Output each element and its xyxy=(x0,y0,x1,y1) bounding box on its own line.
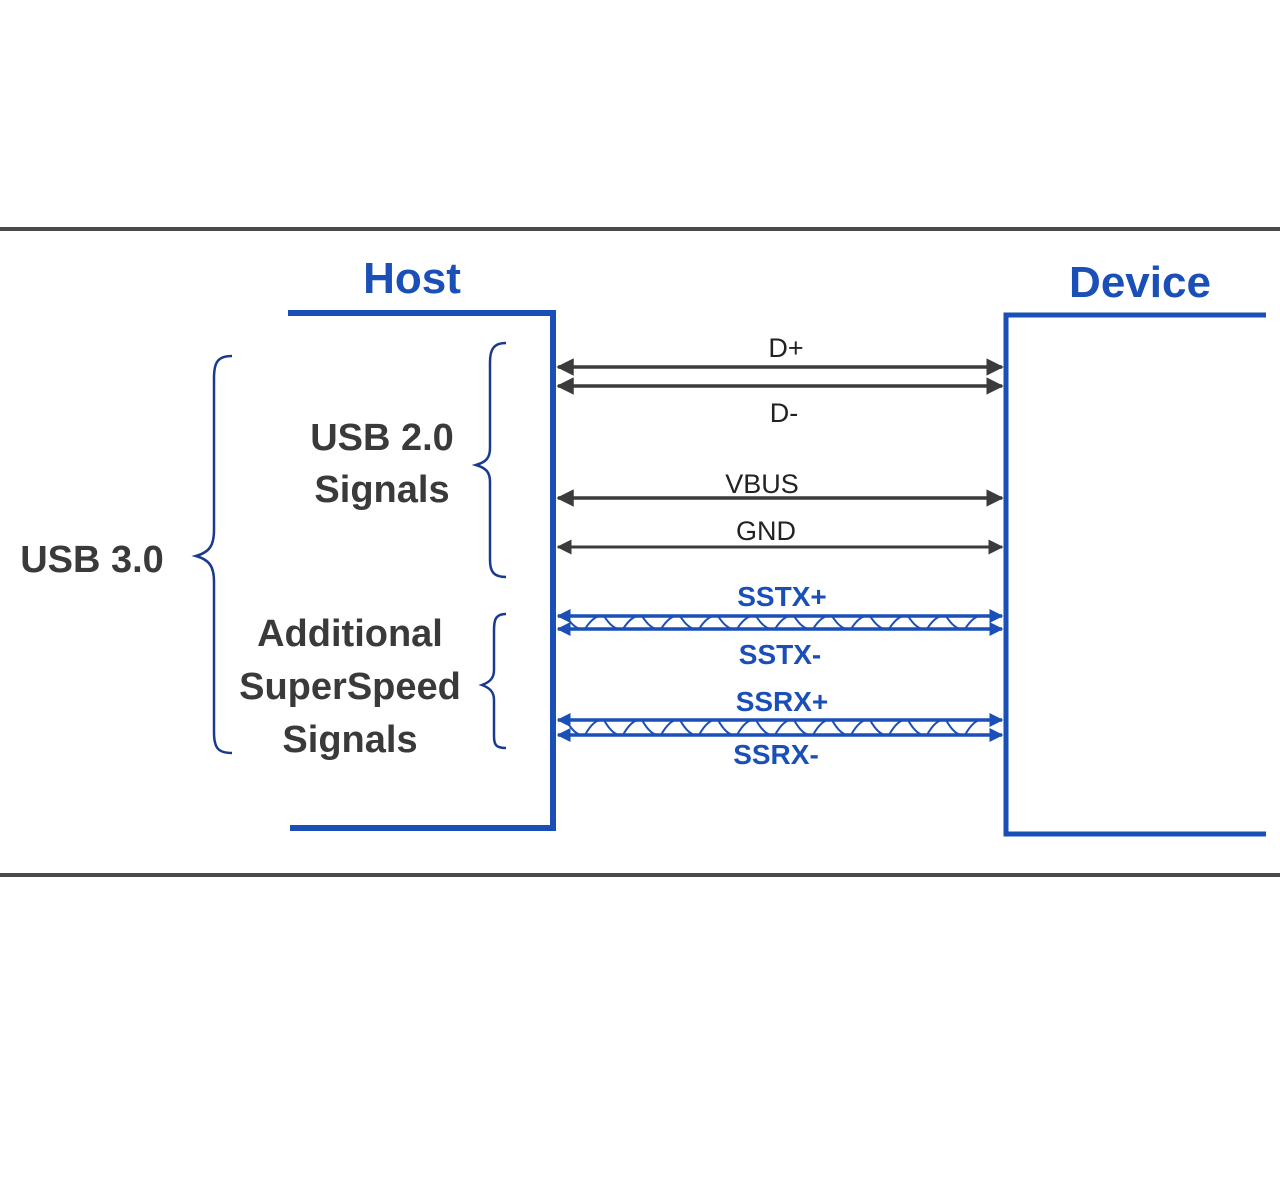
superspeed-label-line3: Signals xyxy=(282,719,417,761)
host-box xyxy=(288,310,556,831)
superspeed-brace xyxy=(478,612,507,750)
dplus-label: D+ xyxy=(768,333,803,363)
dminus-label: D- xyxy=(770,398,799,428)
superspeed-label-line1: Additional xyxy=(257,613,443,655)
device-title: Device xyxy=(1069,258,1211,307)
usb3-brace xyxy=(191,354,233,755)
host-title: Host xyxy=(363,254,461,303)
sstx-twist xyxy=(565,614,985,631)
device-box xyxy=(1003,312,1266,837)
superspeed-label-line2: SuperSpeed xyxy=(239,666,461,708)
ssrx-pair xyxy=(556,713,1004,742)
ssrx-plus-label: SSRX+ xyxy=(736,686,829,717)
sstx-pair xyxy=(556,609,1004,636)
sstx-minus-label: SSTX- xyxy=(739,639,821,670)
usb2-label-line1: USB 2.0 xyxy=(310,417,454,459)
usb2-brace xyxy=(471,341,507,579)
ssrx-twist xyxy=(565,718,985,737)
ssrx-minus-label: SSRX- xyxy=(733,739,819,770)
gnd-label: GND xyxy=(736,516,796,546)
sstx-plus-label: SSTX+ xyxy=(737,581,826,612)
usb2-label-line2: Signals xyxy=(314,469,449,511)
usb3-label: USB 3.0 xyxy=(20,539,164,581)
vbus-label: VBUS xyxy=(725,469,799,499)
